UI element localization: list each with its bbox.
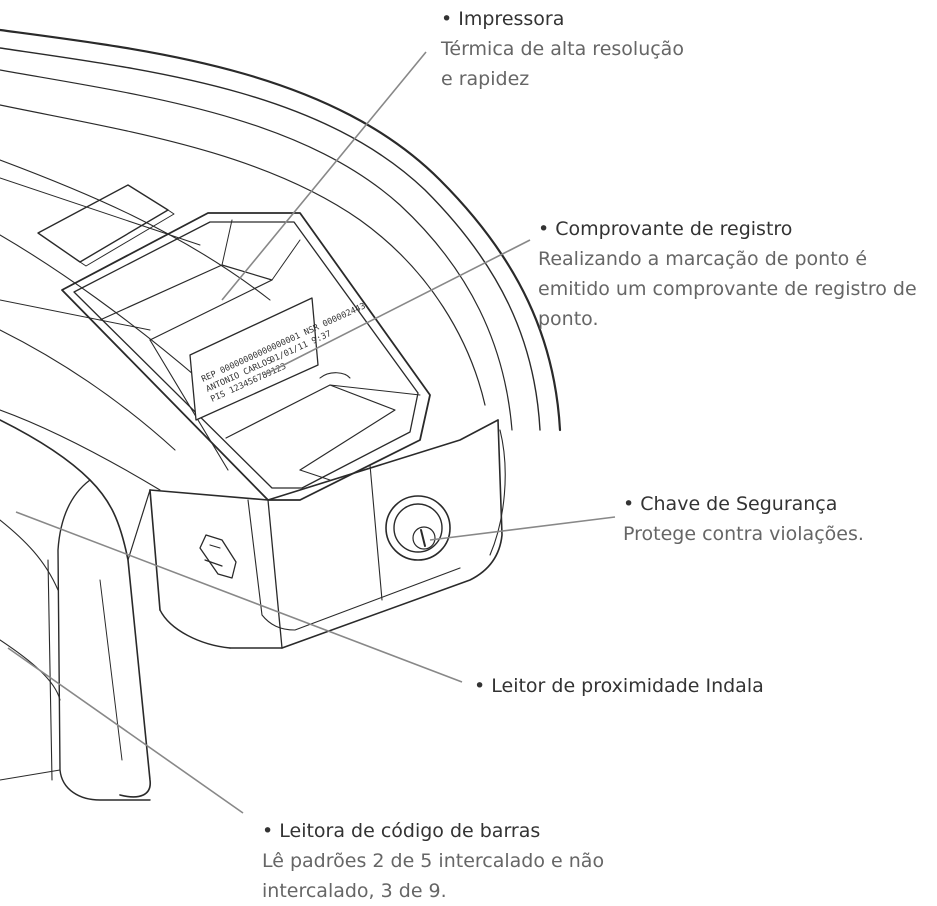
- leader-line-chave: [429, 516, 616, 541]
- leader-line-leitor: [15, 511, 463, 683]
- barcode-reader-housing: [0, 419, 151, 798]
- leader-line-impressora: [221, 51, 427, 301]
- callout-description: Realizando a marcação de ponto é emitido…: [538, 248, 917, 330]
- proximity-reader-icon: [199, 534, 237, 579]
- security-lock-icon: [385, 495, 451, 561]
- callout-title: • Comprovante de registro: [538, 218, 793, 240]
- shell-inner-edge-2: [0, 69, 513, 431]
- callout-title: • Leitor de proximidade Indala: [474, 675, 764, 697]
- callout-leitora-codigo-barras: • Leitora de código de barras Lê padrões…: [262, 816, 682, 906]
- callout-comprovante: • Comprovante de registro Realizando a m…: [538, 214, 933, 334]
- shell-inner-edge-1: [0, 47, 541, 431]
- callout-description: Protege contra violações.: [623, 523, 864, 545]
- callout-title: • Chave de Segurança: [623, 493, 838, 515]
- callout-title: • Impressora: [441, 8, 565, 30]
- printer-opening: [61, 212, 431, 501]
- callout-description: Lê padrões 2 de 5 intercalado e não inte…: [262, 850, 605, 902]
- shell-inner-edge-3: [0, 104, 486, 406]
- callout-leitor-proximidade: • Leitor de proximidade Indala: [474, 671, 874, 701]
- leader-line-comprovante: [265, 239, 531, 375]
- shell-outer-edge: [0, 28, 562, 432]
- front-faceplate: [149, 419, 499, 501]
- callout-chave-seguranca: • Chave de Segurança Protege contra viol…: [623, 489, 923, 549]
- callout-impressora: • Impressora Térmica de alta resolução e…: [441, 4, 701, 94]
- callout-description: Térmica de alta resolução e rapidez: [441, 38, 684, 90]
- callout-title: • Leitora de código de barras: [262, 820, 541, 842]
- receipt-paper: [189, 297, 319, 421]
- leader-line-barras: [7, 647, 244, 814]
